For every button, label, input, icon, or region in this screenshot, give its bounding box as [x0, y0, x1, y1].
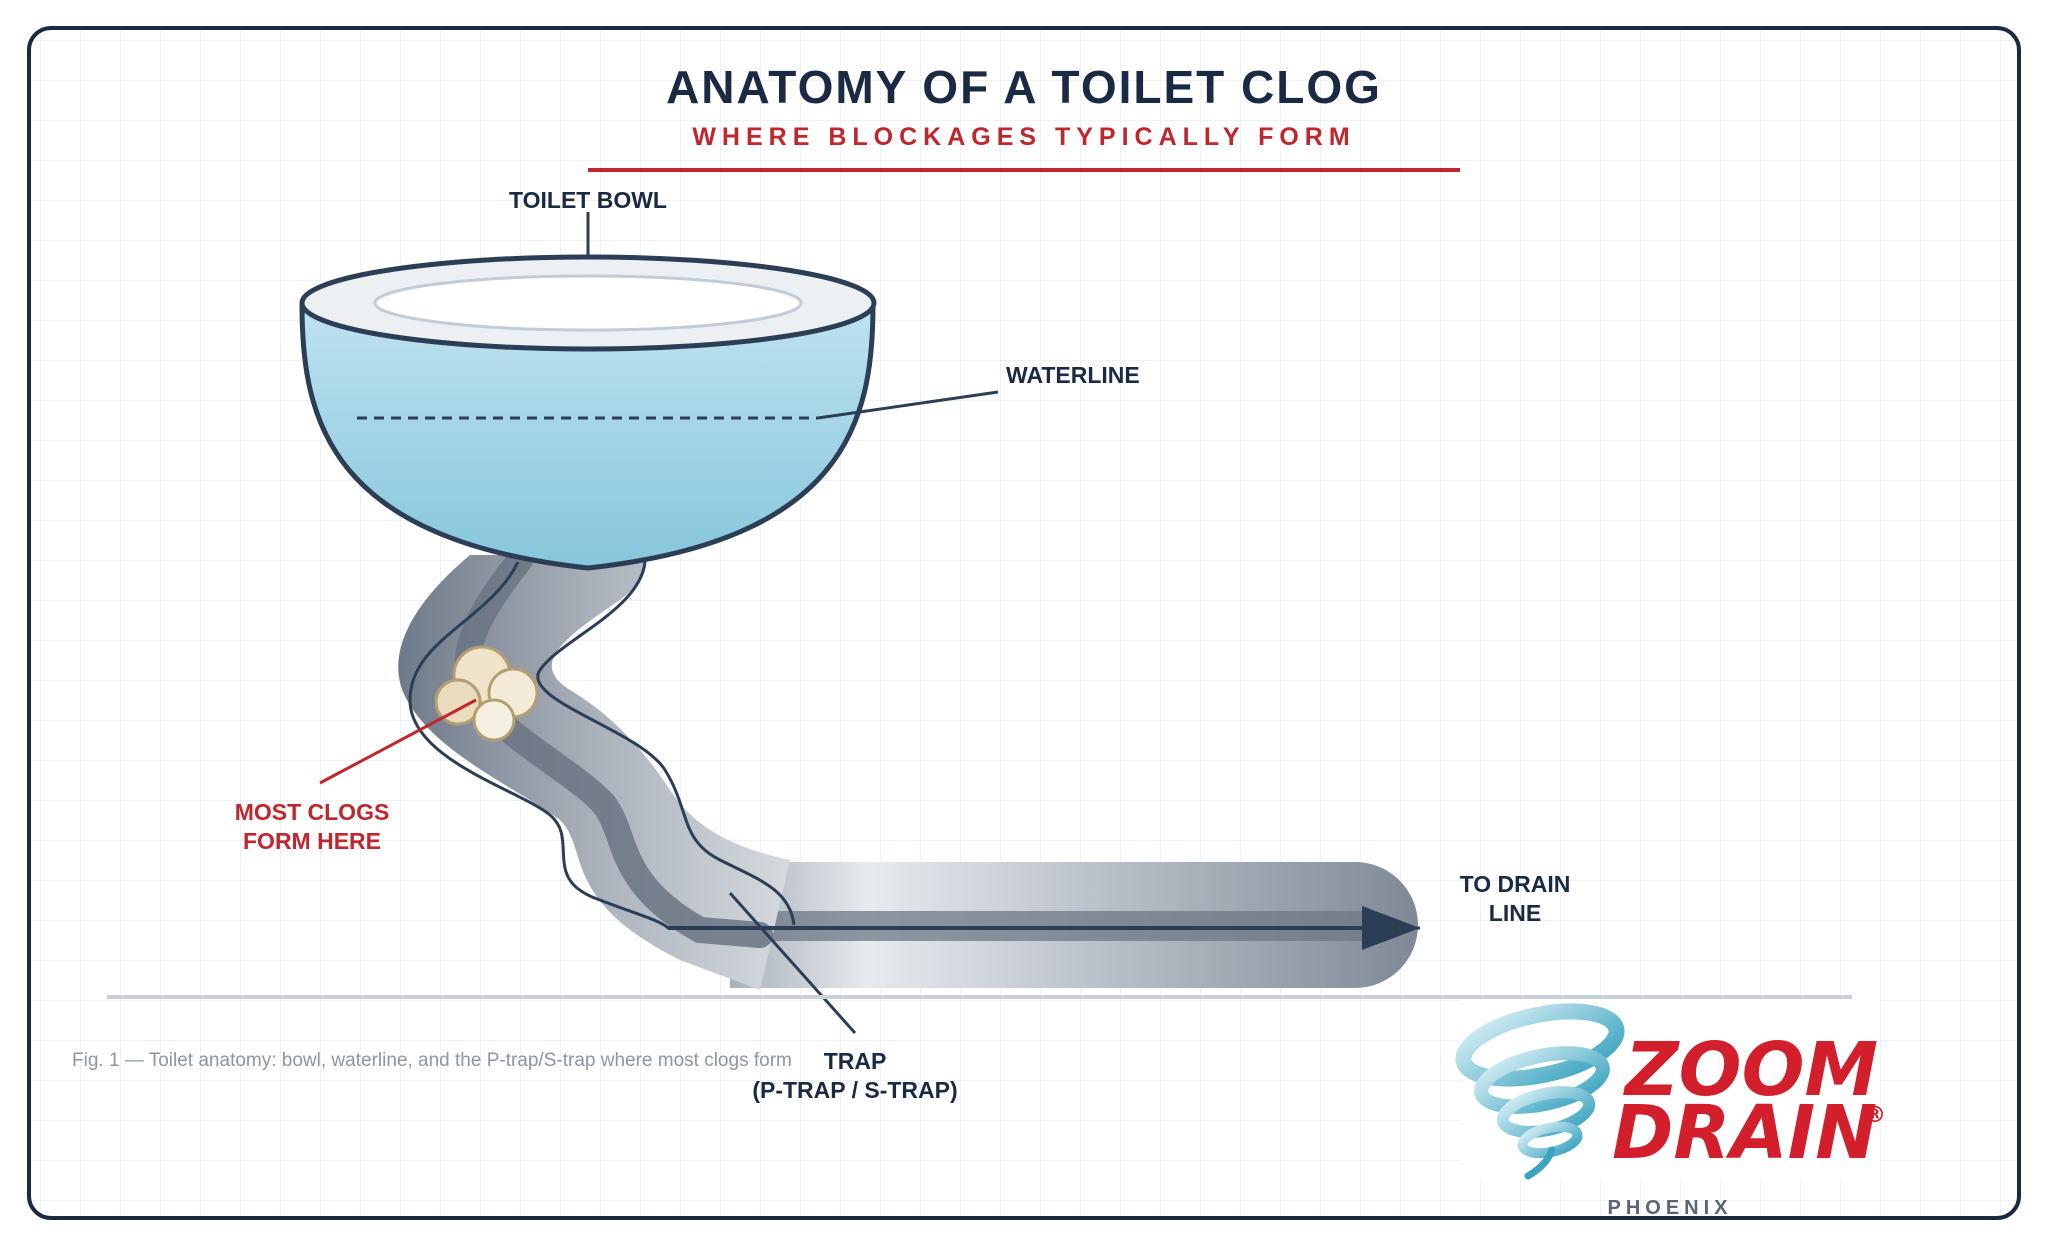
zoom-drain-logo: ZOOM DRAIN ® PHOENIX [1455, 1000, 1886, 1219]
clog-label-line2: FORM HERE [243, 828, 381, 854]
bowl-water-body [299, 302, 876, 571]
clog-blob-3 [434, 678, 482, 726]
drain-label-line1: TO DRAIN [1460, 871, 1571, 897]
logo-word-drain: DRAIN [1612, 1090, 1877, 1176]
logo-location: PHOENIX [1607, 1197, 1732, 1219]
flow-arrow [668, 906, 1420, 950]
clog-label-line1: MOST CLOGS [235, 799, 390, 825]
drain-pipe [712, 862, 1418, 988]
trap-label-line1: TRAP [824, 1048, 887, 1074]
clog-leader [319, 698, 477, 785]
figure-caption: Fig. 1 — Toilet anatomy: bowl, waterline… [72, 1050, 792, 1071]
bowl-opening [373, 274, 803, 332]
toilet-bowl [299, 254, 877, 571]
diagram-subtitle: WHERE BLOCKAGES TYPICALLY FORM [692, 123, 1355, 151]
s-trap-edge-right [536, 561, 796, 926]
tornado-icon [1455, 1003, 1625, 1180]
flow-arrow-head [1362, 906, 1420, 950]
logo-registered-mark: ® [1864, 1103, 1886, 1128]
drain-label-line2: LINE [1489, 900, 1541, 926]
waterline-leader [817, 390, 999, 420]
toilet-bowl-label: TOILET BOWL [509, 187, 667, 213]
s-trap-edge-left [408, 561, 1420, 930]
trap-label-line2: (P-TRAP / S-TRAP) [752, 1077, 957, 1103]
clog-cluster [434, 645, 539, 742]
s-trap-inner-channel [454, 547, 773, 948]
logo-word-zoom: ZOOM [1623, 1027, 1878, 1113]
waterline-label: WATERLINE [1006, 362, 1140, 388]
clog-blob-4 [472, 698, 516, 742]
diagram-title: ANATOMY OF A TOILET CLOG [666, 61, 1382, 113]
trap-leader [728, 892, 857, 1034]
